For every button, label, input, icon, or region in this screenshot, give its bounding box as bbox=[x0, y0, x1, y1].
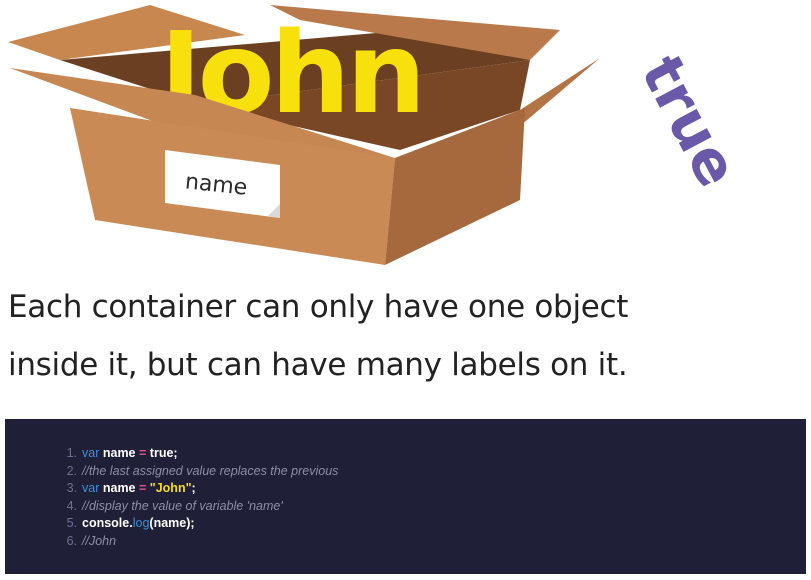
code-token: var bbox=[82, 481, 100, 496]
code-token: = bbox=[139, 481, 147, 496]
code-line: 5. console.log(name); bbox=[63, 515, 338, 533]
code-token: true bbox=[149, 446, 174, 460]
code-token: var bbox=[82, 446, 100, 460]
box-back-flap-right bbox=[270, 5, 560, 60]
code-token: ; bbox=[173, 446, 178, 460]
code-token: name bbox=[102, 481, 136, 496]
code-token: "John" bbox=[149, 481, 192, 496]
code-token: console bbox=[82, 516, 130, 531]
side-word: true bbox=[628, 45, 752, 198]
code-token: ); bbox=[186, 516, 195, 531]
code-token: = bbox=[139, 446, 147, 460]
box-illustration: John name true bbox=[0, 0, 811, 275]
box-right-face bbox=[385, 108, 525, 265]
code-token: //display the value of variable 'name' bbox=[82, 498, 283, 513]
code-token: ; bbox=[191, 481, 196, 496]
code-block: 1. var name = true; 2. //the last assigned … bbox=[5, 419, 806, 574]
box-back-wall bbox=[60, 25, 530, 105]
code-token: name bbox=[153, 516, 187, 531]
box-interior bbox=[200, 60, 530, 150]
line-number: 6. bbox=[66, 533, 77, 548]
code-line: 6. //John bbox=[63, 533, 338, 551]
code-token: ( bbox=[149, 516, 154, 531]
box-back-flap-left bbox=[8, 5, 245, 60]
code-token: //the last assigned value replaces the p… bbox=[82, 463, 339, 478]
line-number: 4. bbox=[66, 498, 77, 513]
line-number: 3. bbox=[66, 481, 77, 496]
name-label: name bbox=[165, 150, 280, 218]
code-token: name bbox=[102, 446, 136, 460]
code-token: . bbox=[129, 516, 133, 531]
code-line: 2. //the last assigned value replaces the… bbox=[63, 463, 339, 481]
code-line: 1. var name = true; bbox=[63, 445, 338, 463]
code-token: //John bbox=[82, 533, 117, 548]
line-number: 5. bbox=[66, 516, 77, 531]
caption-line-1: Each container can only have one object bbox=[8, 289, 629, 325]
code-line: 4. //display the value of variable 'name' bbox=[63, 498, 338, 516]
caption: Each container can only have one object … bbox=[8, 278, 798, 394]
line-number: 2. bbox=[66, 463, 77, 478]
code-lines: 1. var name = true; 2. //the last assigned … bbox=[63, 445, 339, 551]
caption-line-2: inside it, but can have many labels on i… bbox=[8, 347, 628, 383]
code-token: log bbox=[132, 516, 150, 531]
code-line: 3. var name = "John"; bbox=[63, 480, 338, 498]
box-front-flap-left bbox=[10, 68, 395, 158]
line-number: 1. bbox=[66, 446, 77, 460]
